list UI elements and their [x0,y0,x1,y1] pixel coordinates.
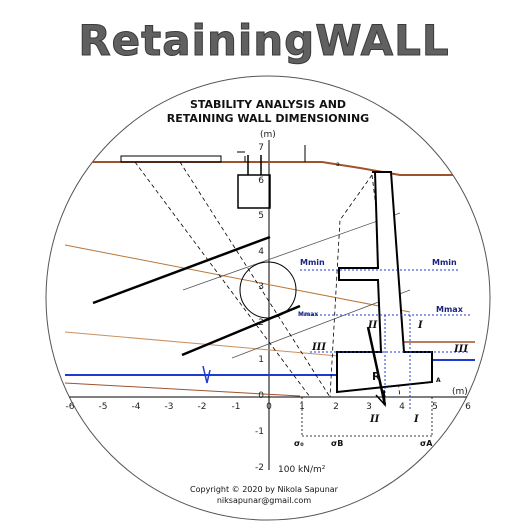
x-tick: -4 [132,402,141,412]
y-tick: 0 [258,391,264,401]
diagram-frame [45,75,491,521]
label-point-a: a [336,161,340,168]
label-section-I-bottom: I [413,414,419,425]
label-resultant: R [372,370,381,383]
x-tick: 1 [299,402,305,412]
contact-email: niksapunar@gmail.com [217,496,311,505]
slip-circle [239,261,297,319]
y-tick: 6 [258,176,264,186]
x-unit: (m) [452,387,468,397]
diagram-title-line1: STABILITY ANALYSIS AND [190,98,346,111]
label-sigma-0: σ₀ [294,439,304,448]
label-mmax-left: Mmax [298,311,318,318]
label-section-III-right: III [453,344,468,355]
label-section-II-top: II [367,320,378,331]
x-tick: 0 [266,402,272,412]
y-tick: 1 [258,355,264,365]
resultant-force [366,326,387,406]
x-tick: -2 [198,402,207,412]
y-tick: 3 [258,282,264,292]
soil-layer-1 [64,244,411,313]
x-tick: 4 [399,402,405,412]
y-tick: 2 [258,318,264,328]
failure-plane-upper [92,235,271,305]
y-tick: -2 [255,463,264,473]
label-mmin-right: Mmin [432,258,457,267]
ground-surface-line [65,161,475,176]
x-tick: -5 [99,402,108,412]
label-sigma-B: σB [331,439,343,448]
x-tick: -6 [66,402,75,412]
x-tick: 2 [333,402,339,412]
x-tick: 3 [366,402,372,412]
y-unit: (m) [260,130,276,140]
label-point-A: A [436,377,441,384]
strip-load-block [237,174,271,209]
y-tick: 4 [258,247,264,257]
failure-plane-lower [181,304,301,357]
label-mmin-left: Mmin [300,258,325,267]
y-tick: 7 [258,143,264,153]
x-tick: 5 [432,402,438,412]
x-tick: 6 [465,402,471,412]
y-tick: -1 [255,427,264,437]
x-tick-labels: -6 -5 -4 -3 -2 -1 0 1 2 3 4 5 6 [66,402,472,412]
label-section-I-top: I [417,320,423,331]
y-tick: 5 [258,211,264,221]
surcharge-load [120,155,222,163]
x-tick: -1 [232,402,241,412]
label-section-II-bottom: II [369,414,380,425]
app-logo: RetainingWALL [78,16,449,65]
label-sigma-A: σA [420,439,433,448]
scale-note: 100 kN/m² [278,465,326,475]
copyright-text: Copyright © 2020 by Nikola Sapunar [190,485,339,494]
water-table-marker [202,365,211,384]
label-section-III-left: III [311,342,326,353]
diagram-title-line2: RETAINING WALL DIMENSIONING [167,112,369,125]
x-tick: -3 [165,402,174,412]
soil-layer-3 [64,382,301,397]
label-mmax-right: Mmax [436,305,464,314]
y-tick-labels: 7 6 5 4 3 2 1 0 -1 -2 [255,143,264,473]
